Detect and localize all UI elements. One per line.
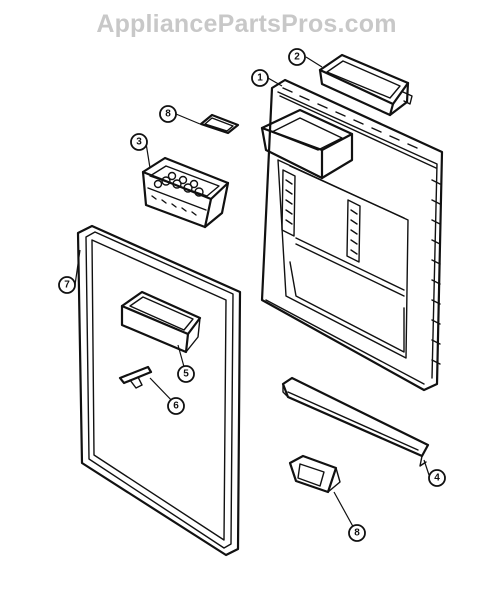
callout-3: 3	[130, 133, 148, 151]
callout-2-label: 2	[294, 52, 300, 63]
right-shelf-rack	[346, 199, 361, 263]
callout-8-bottom-label: 8	[354, 528, 360, 539]
leader-7	[74, 249, 81, 286]
leader-8a	[175, 113, 201, 125]
leader-8b	[333, 491, 357, 533]
callout-8-top: 8	[159, 105, 177, 123]
callout-4-label: 4	[434, 473, 440, 484]
callout-4: 4	[428, 469, 446, 487]
watermark-text: AppliancePartsPros.com	[96, 10, 397, 38]
callout-1: 1	[251, 69, 269, 87]
callout-3-label: 3	[136, 137, 142, 148]
leader-1	[267, 77, 283, 87]
callout-7-label: 7	[64, 280, 70, 291]
basket-part	[141, 156, 230, 229]
shelf-rail-part	[281, 376, 430, 467]
callout-5-label: 5	[183, 369, 189, 380]
left-shelf-rack	[281, 169, 296, 237]
leader-3	[145, 142, 151, 169]
callout-8-top-label: 8	[165, 109, 171, 120]
leader-2	[305, 56, 323, 68]
callout-1-label: 1	[257, 73, 263, 84]
door-bin-part	[120, 290, 202, 354]
clip-part	[118, 365, 153, 389]
callout-6-label: 6	[173, 401, 179, 412]
button-cover-part	[288, 454, 341, 494]
door-liner-part	[260, 78, 444, 392]
callout-6: 6	[167, 397, 185, 415]
callout-7: 7	[58, 276, 76, 294]
callout-2: 2	[288, 48, 306, 66]
dairy-compartment-part	[318, 53, 413, 117]
door-gasket-part	[76, 224, 242, 557]
callout-5: 5	[177, 365, 195, 383]
callout-8-bottom: 8	[348, 524, 366, 542]
small-cover-part	[199, 113, 240, 135]
